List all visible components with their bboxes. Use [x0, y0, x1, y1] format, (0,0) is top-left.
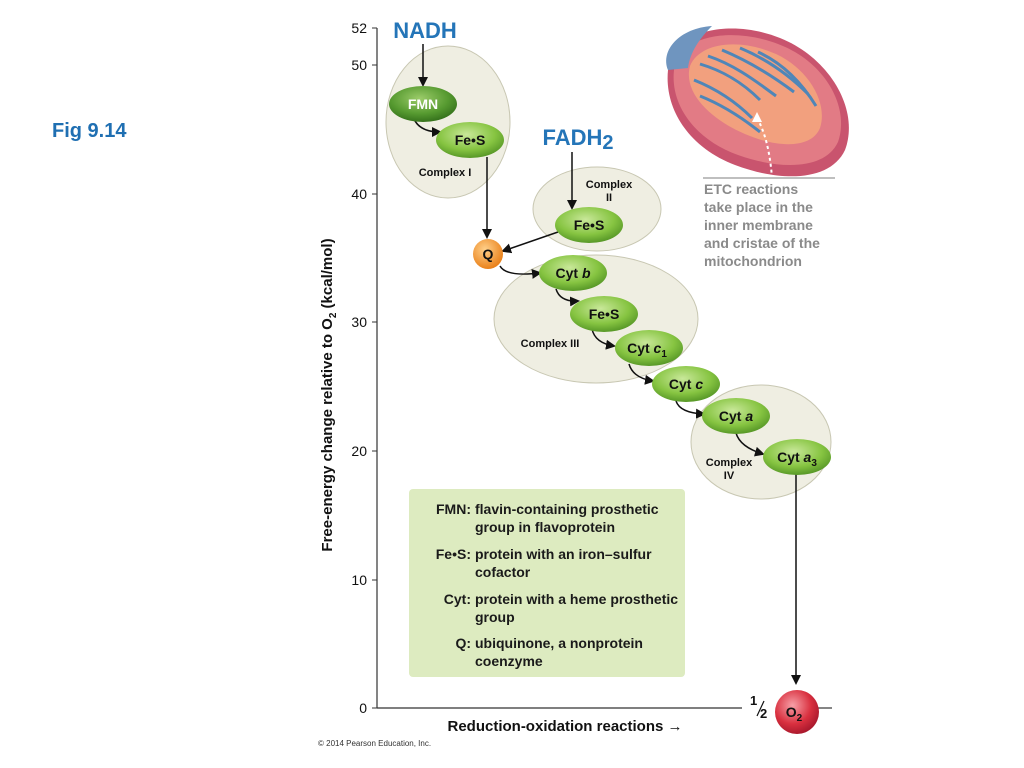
legend-description: flavin-containing prosthetic group in fl… — [475, 501, 659, 535]
y-tick-label: 10 — [351, 572, 367, 588]
svg-text:Cyt a3: Cyt a3 — [777, 449, 817, 469]
carrier-ubiquinone-q: Q — [473, 239, 503, 269]
etc-location-callout: ETC reactions take place in the inner me… — [704, 181, 820, 269]
svg-text:Cyt a: Cyt a — [719, 408, 753, 424]
figure-label: Fig 9.14 — [52, 120, 127, 142]
carrier-cyt-c1: Cyt c1 — [615, 330, 683, 366]
y-tick-label: 50 — [351, 57, 367, 73]
carrier-cyt-a: Cyt a — [702, 398, 770, 434]
complex-i-region — [385, 45, 511, 199]
carrier-fe-s-complex-iii: Fe•S — [570, 296, 638, 332]
copyright-notice: © 2014 Pearson Education, Inc. — [318, 739, 432, 748]
svg-text:Fe•S: Fe•S — [574, 217, 605, 233]
legend-key: FMN: — [436, 501, 471, 517]
y-axis: 52 50 40 30 20 10 0 Free-energy change r… — [319, 20, 378, 716]
carrier-fe-s-complex-i: Fe•S — [436, 122, 504, 158]
half-o2-label: 1 2 — [750, 693, 767, 721]
svg-text:1: 1 — [750, 693, 757, 708]
legend-key: Q: — [455, 635, 471, 651]
svg-text:Fe•S: Fe•S — [589, 306, 620, 322]
y-tick-label: 20 — [351, 443, 367, 459]
svg-text:FMN: FMN — [408, 96, 438, 112]
carrier-fe-s-complex-ii: Fe•S — [555, 207, 623, 243]
carrier-cyt-a3: Cyt a3 — [763, 439, 831, 475]
legend-description: protein with an iron–sulfur cofactor — [475, 546, 652, 580]
y-tick-label: 40 — [351, 186, 367, 202]
oxygen-acceptor: O2 — [775, 690, 819, 734]
complex-i-label: Complex I — [419, 167, 472, 179]
nadh-label: NADH — [393, 18, 457, 43]
complex-iii-label: Complex III — [521, 338, 580, 350]
mitochondrion-illustration — [666, 26, 849, 179]
carrier-fmn: FMN — [389, 86, 457, 122]
carrier-cyt-c: Cyt c — [652, 366, 720, 402]
svg-text:2: 2 — [760, 706, 767, 721]
carrier-cyt-b: Cyt b — [539, 255, 607, 291]
legend-key: Cyt: — [443, 591, 471, 607]
svg-text:Q: Q — [483, 246, 494, 262]
legend-key: Fe•S: — [435, 546, 471, 562]
fadh2-label: FADH2 — [542, 125, 613, 154]
y-tick-label: 0 — [359, 700, 367, 716]
svg-text:Cyt c1: Cyt c1 — [627, 340, 667, 360]
x-axis-label: Reduction-oxidation reactions → — [447, 718, 682, 735]
svg-text:Cyt b: Cyt b — [555, 265, 590, 281]
y-tick-label: 30 — [351, 314, 367, 330]
y-tick-label: 52 — [351, 20, 367, 36]
legend-box: FMN: flavin-containing prosthetic group … — [409, 489, 685, 677]
svg-text:Cyt c: Cyt c — [669, 376, 703, 392]
y-axis-label: Free-energy change relative to O2 (kcal/… — [319, 238, 339, 551]
svg-text:Fe•S: Fe•S — [455, 132, 486, 148]
legend-description: ubiquinone, a nonprotein coenzyme — [475, 635, 643, 669]
svg-text:O2: O2 — [786, 704, 803, 724]
legend-description: protein with a heme prosthetic group — [475, 591, 679, 625]
electron-flow-arrows — [413, 44, 801, 685]
x-axis: Reduction-oxidation reactions → — [377, 707, 832, 735]
